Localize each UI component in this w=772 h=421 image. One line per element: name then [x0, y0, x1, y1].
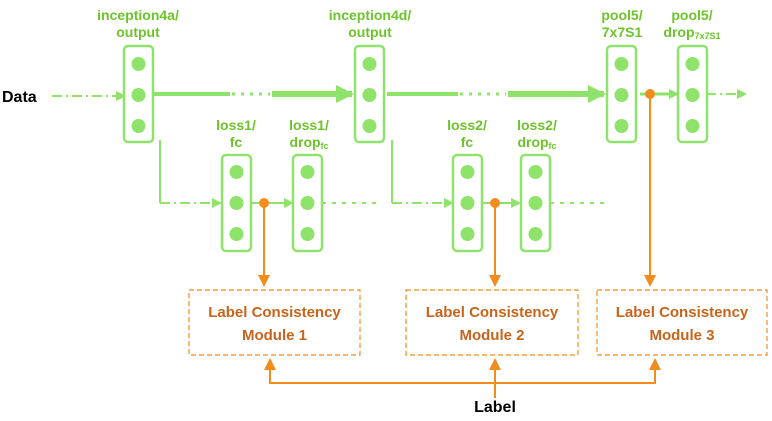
loss2-drop-label-main: drop — [517, 134, 548, 150]
module-box-3 — [596, 289, 768, 356]
pool5-drop-label-sub: 7x7S1 — [695, 31, 721, 41]
tap-points — [259, 89, 655, 208]
main-data-flow — [52, 85, 747, 208]
block-inception4d — [353, 44, 386, 144]
block-pool5-drop — [676, 44, 709, 144]
loss1-fc-label-line1: loss1/ — [216, 117, 256, 133]
block-loss2-drop — [519, 153, 552, 253]
module1-line2: Module 1 — [242, 327, 307, 344]
block-loss2-fc — [451, 153, 484, 253]
pool5-label-line1: pool5/ — [601, 7, 642, 23]
loss1-drop-label-sub: fc — [321, 141, 329, 151]
label-label: Label — [474, 399, 516, 416]
inception4d-label-line2: output — [348, 24, 392, 40]
inception4a-label-line1: inception4a/ — [97, 7, 179, 23]
block-pool5-7x7s1 — [605, 44, 638, 144]
module-box-1 — [188, 289, 361, 356]
tap-point-loss1 — [259, 198, 269, 208]
block-inception4a — [122, 44, 155, 144]
loss2-drop-label-sub: fc — [549, 141, 557, 151]
layer-blocks — [122, 44, 709, 253]
block-loss1-drop — [291, 153, 324, 253]
inception4a-label-line2: output — [116, 24, 160, 40]
pool5-drop-label-main: drop — [663, 24, 694, 40]
pool5-drop-label-line1: pool5/ — [671, 7, 712, 23]
loss2-fc-label-line1: loss2/ — [447, 117, 487, 133]
loss2-drop-label-line2: dropfc — [517, 134, 556, 151]
module-labels: Label Consistency Module 1 Label Consist… — [208, 304, 749, 344]
module2-line1: Label Consistency — [426, 304, 559, 321]
module-boxes — [188, 289, 768, 356]
loss1-drop-label-main: drop — [289, 134, 320, 150]
data-label: Data — [2, 89, 37, 106]
module3-line2: Module 3 — [649, 327, 714, 344]
inception4d-label-line1: inception4d/ — [329, 7, 412, 23]
label-to-module1-arrow — [264, 358, 495, 384]
layer-labels: inception4a/ output inception4d/ output … — [97, 7, 720, 151]
loss1-drop-label-line2: dropfc — [289, 134, 328, 151]
module1-line1: Label Consistency — [208, 304, 341, 321]
loss2-fc-label-line2: fc — [461, 134, 474, 150]
loss1-drop-label-line1: loss1/ — [289, 117, 329, 133]
loss2-drop-label-line1: loss2/ — [517, 117, 557, 133]
module-box-2 — [405, 289, 579, 356]
label-to-module3-arrow — [495, 358, 661, 384]
loss1-fc-label-line2: fc — [230, 134, 243, 150]
tap-point-loss2 — [490, 198, 500, 208]
pool5-label-line2: 7x7S1 — [602, 24, 643, 40]
tap-point-pool5 — [645, 89, 655, 99]
module3-line1: Label Consistency — [616, 304, 749, 321]
label-consistency-connectors — [258, 94, 661, 398]
module2-line2: Module 2 — [459, 327, 524, 344]
pool5-drop-label-line2: drop7x7S1 — [663, 24, 720, 41]
block-loss1-fc — [220, 153, 253, 253]
